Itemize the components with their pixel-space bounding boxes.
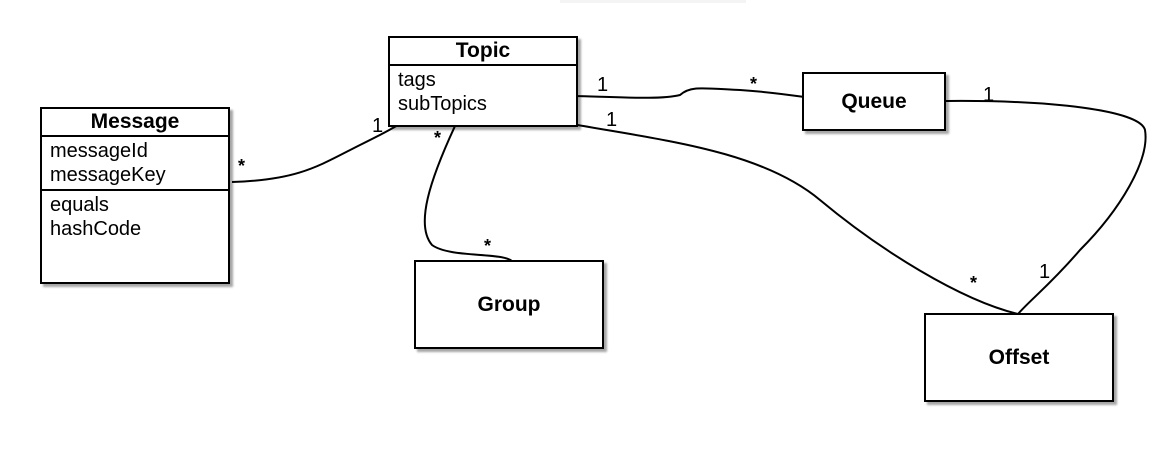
class-queue-name: Queue — [841, 89, 907, 113]
multiplicity-message-topic-to: 1 — [372, 115, 384, 137]
attribute-subtopics: subTopics — [398, 93, 487, 115]
edge-topic-group — [423, 125, 513, 262]
multiplicity-topic-offset-to: * — [970, 273, 978, 293]
class-topic-name: Topic — [390, 38, 576, 66]
method-equals: equals — [50, 194, 109, 216]
class-topic[interactable]: Topic tags subTopics — [388, 36, 578, 127]
multiplicity-queue-offset-to: 1 — [1039, 261, 1051, 283]
class-message-methods: equals hashCode — [42, 191, 228, 243]
multiplicity-message-topic-from: * — [238, 156, 246, 176]
edge-topic-queue — [575, 87, 805, 99]
class-message[interactable]: Message messageId messageKey equals hash… — [40, 107, 230, 284]
class-offset[interactable]: Offset — [924, 313, 1114, 402]
attribute-messageid: messageId — [50, 140, 148, 162]
class-message-name: Message — [42, 109, 228, 137]
class-topic-attributes: tags subTopics — [390, 66, 576, 118]
class-message-attributes: messageId messageKey — [42, 137, 228, 191]
multiplicity-queue-offset-from: 1 — [983, 84, 995, 106]
class-offset-name: Offset — [988, 345, 1050, 369]
edge-message-topic — [231, 121, 404, 183]
multiplicity-topic-offset-from: 1 — [606, 109, 618, 131]
class-queue[interactable]: Queue — [802, 72, 946, 131]
attribute-messagekey: messageKey — [50, 164, 166, 186]
method-hashcode: hashCode — [50, 218, 142, 240]
multiplicity-topic-group-to: * — [484, 236, 492, 256]
class-group-name: Group — [477, 292, 541, 316]
top-edge-strip — [560, 0, 746, 3]
edge-queue-offset — [945, 99, 1147, 315]
multiplicity-topic-queue-from: 1 — [597, 74, 609, 96]
attribute-tags: tags — [398, 69, 436, 91]
multiplicity-topic-queue-to: * — [750, 74, 758, 94]
class-group[interactable]: Group — [414, 260, 604, 349]
edge-topic-offset — [571, 123, 1019, 315]
multiplicity-topic-group-from: * — [434, 128, 442, 148]
